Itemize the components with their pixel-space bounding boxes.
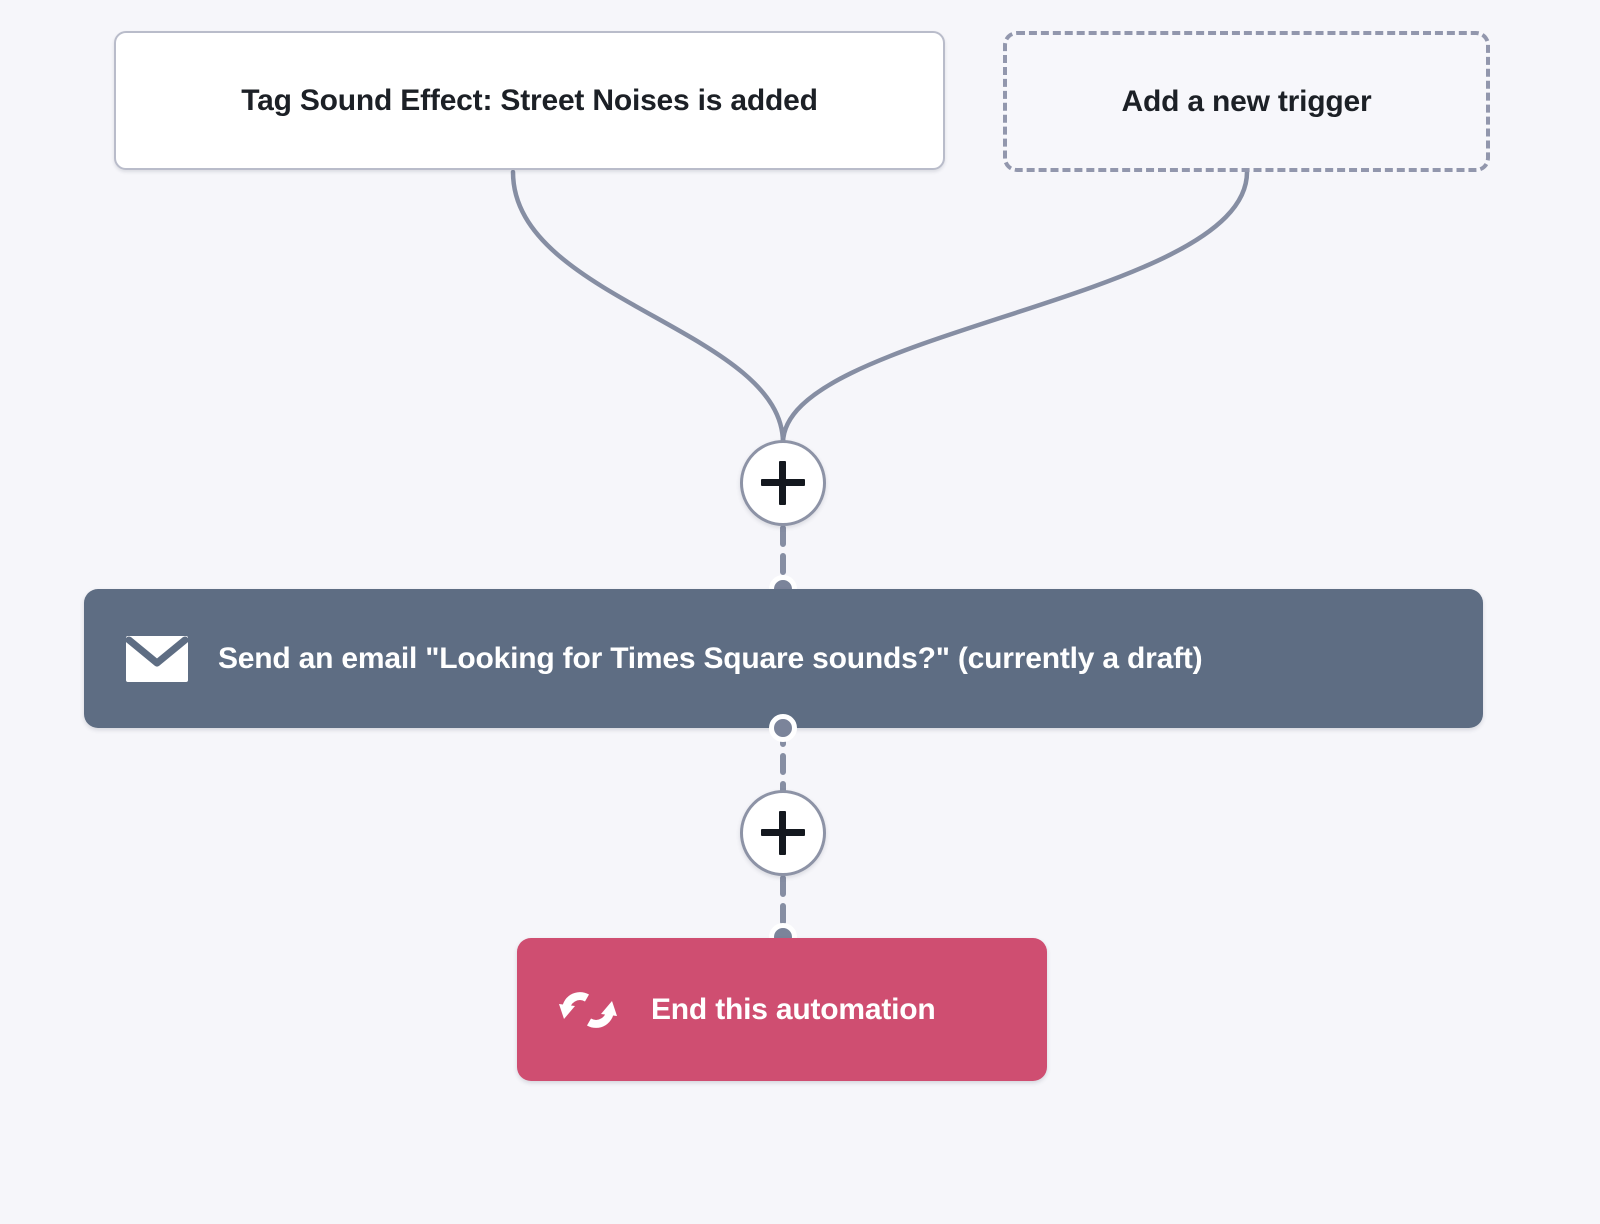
add-step-button-2[interactable] <box>740 790 826 876</box>
add-step-button-1[interactable] <box>740 440 826 526</box>
plus-icon <box>761 811 805 855</box>
action-end-label: End this automation <box>651 992 936 1026</box>
envelope-icon <box>125 635 189 682</box>
connector-trigger-2-to-plus <box>780 169 1250 446</box>
add-trigger-label: Add a new trigger <box>1121 84 1372 118</box>
trigger-card-tag-added[interactable]: Tag Sound Effect: Street Noises is added <box>114 31 945 170</box>
plus-icon <box>761 461 805 505</box>
action-email-label: Send an email "Looking for Times Square … <box>218 641 1203 675</box>
connector-dot-email-bottom <box>769 714 797 742</box>
add-new-trigger-button[interactable]: Add a new trigger <box>1003 31 1490 172</box>
cycle-arrows-icon <box>557 984 619 1036</box>
connector-trigger-1-to-plus <box>510 169 786 446</box>
action-send-email[interactable]: Send an email "Looking for Times Square … <box>84 589 1483 728</box>
trigger-label: Tag Sound Effect: Street Noises is added <box>241 83 818 117</box>
action-end-automation[interactable]: End this automation <box>517 938 1047 1081</box>
